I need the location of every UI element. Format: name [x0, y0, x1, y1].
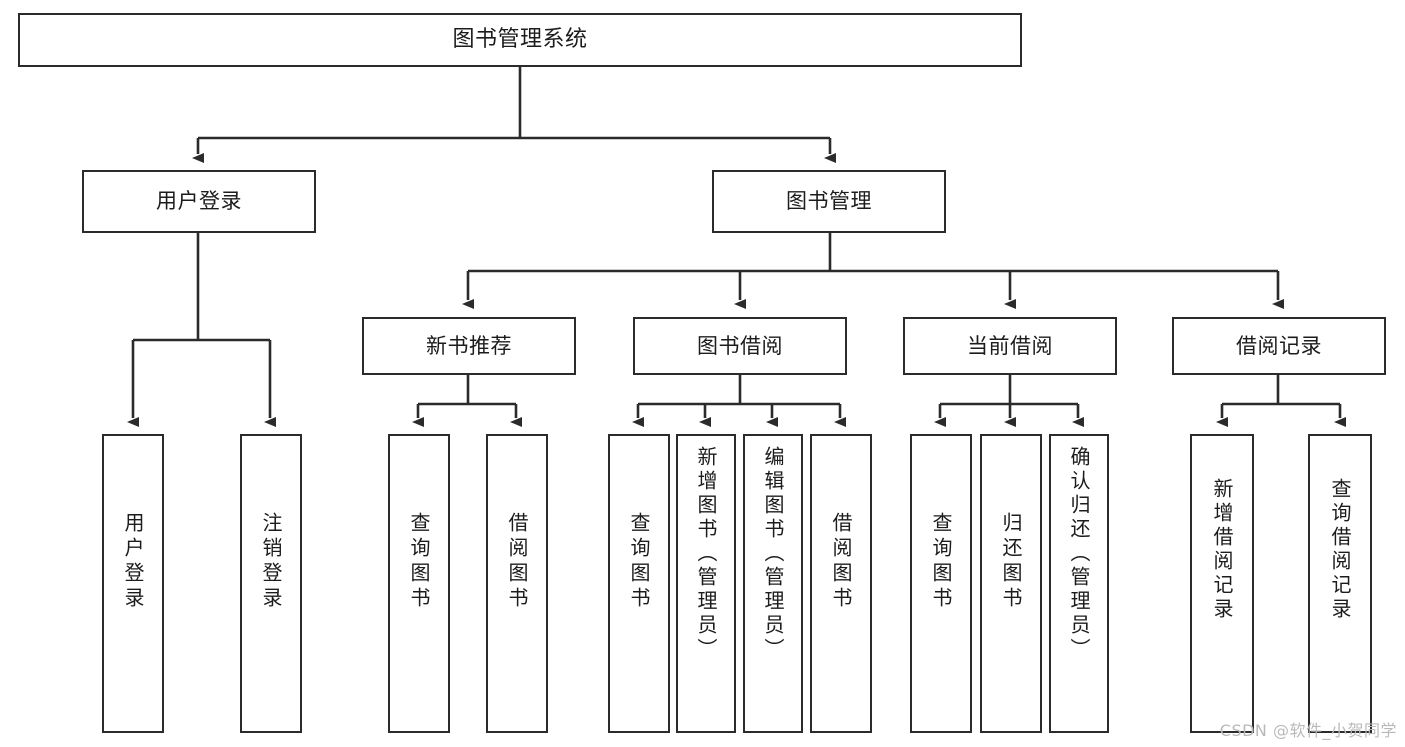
node-leaf-query-record[interactable]: 查询借阅记录 — [1308, 434, 1372, 733]
node-leaf-edit-book[interactable]: 编辑图书（管理员） — [743, 434, 803, 733]
node-root-label: 图书管理系统 — [452, 27, 588, 53]
node-leaf-query-record-label: 查询借阅记录 — [1328, 478, 1352, 622]
node-leaf-query-book-1-label: 查询图书 — [407, 512, 431, 612]
node-leaf-query-book-1[interactable]: 查询图书 — [388, 434, 450, 733]
node-leaf-borrow-book-1-label: 借阅图书 — [505, 512, 529, 612]
node-leaf-user-login[interactable]: 用户登录 — [102, 434, 164, 733]
node-book-borrow-label: 图书借阅 — [697, 333, 783, 358]
node-borrow-record[interactable]: 借阅记录 — [1172, 317, 1386, 375]
node-root[interactable]: 图书管理系统 — [18, 13, 1022, 67]
node-leaf-borrow-book-2-label: 借阅图书 — [829, 512, 853, 612]
node-book-borrow[interactable]: 图书借阅 — [633, 317, 847, 375]
node-leaf-add-book[interactable]: 新增图书（管理员） — [676, 434, 736, 733]
node-current-borrow-label: 当前借阅 — [967, 333, 1053, 358]
node-leaf-return-book-label: 归还图书 — [999, 512, 1023, 612]
node-book-manage-label: 图书管理 — [786, 189, 872, 214]
node-leaf-confirm-return-label: 确认归还（管理员） — [1067, 446, 1091, 662]
node-user-login[interactable]: 用户登录 — [82, 170, 316, 233]
node-borrow-record-label: 借阅记录 — [1236, 333, 1322, 358]
node-leaf-return-book[interactable]: 归还图书 — [980, 434, 1042, 733]
node-leaf-borrow-book-1[interactable]: 借阅图书 — [486, 434, 548, 733]
node-leaf-edit-book-label: 编辑图书（管理员） — [761, 446, 785, 662]
node-leaf-logout-label: 注销登录 — [259, 512, 283, 612]
node-leaf-confirm-return[interactable]: 确认归还（管理员） — [1049, 434, 1109, 733]
node-current-borrow[interactable]: 当前借阅 — [903, 317, 1117, 375]
node-book-manage[interactable]: 图书管理 — [712, 170, 946, 233]
node-user-login-label: 用户登录 — [156, 189, 242, 214]
node-new-book-recommend[interactable]: 新书推荐 — [362, 317, 576, 375]
node-leaf-add-record-label: 新增借阅记录 — [1210, 478, 1234, 622]
node-leaf-query-book-2-label: 查询图书 — [627, 512, 651, 612]
node-leaf-add-record[interactable]: 新增借阅记录 — [1190, 434, 1254, 733]
node-leaf-query-book-3-label: 查询图书 — [929, 512, 953, 612]
node-new-book-recommend-label: 新书推荐 — [426, 333, 512, 358]
node-leaf-query-book-2[interactable]: 查询图书 — [608, 434, 670, 733]
node-leaf-add-book-label: 新增图书（管理员） — [694, 446, 718, 662]
node-leaf-user-login-label: 用户登录 — [121, 512, 145, 612]
node-leaf-borrow-book-2[interactable]: 借阅图书 — [810, 434, 872, 733]
node-leaf-query-book-3[interactable]: 查询图书 — [910, 434, 972, 733]
node-leaf-logout[interactable]: 注销登录 — [240, 434, 302, 733]
